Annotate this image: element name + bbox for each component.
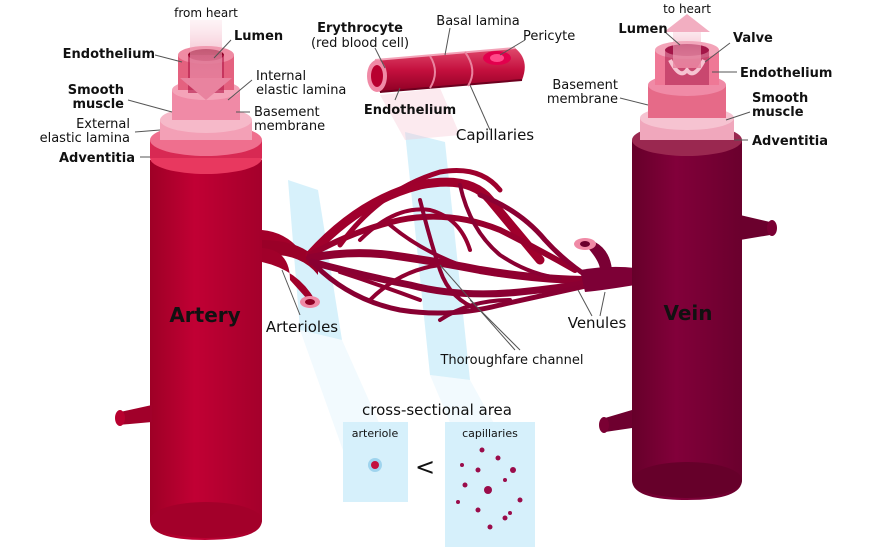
artery-smooth-muscle-label-2: muscle: [72, 97, 124, 112]
thoroughfare-label: Thoroughfare channel: [439, 353, 583, 368]
artery-adventitia-label: Adventitia: [59, 151, 135, 166]
to-heart-arrow: [664, 14, 710, 68]
vein: [599, 41, 777, 500]
capillaries-panel-label: capillaries: [462, 427, 518, 440]
venule-branch: [574, 238, 635, 292]
vein-adventitia-label: Adventitia: [752, 134, 828, 149]
vein-label: Vein: [663, 301, 712, 325]
arterioles-label: Arterioles: [266, 318, 338, 336]
pericyte-label: Pericyte: [523, 29, 575, 44]
artery-endothelium-label: Endothelium: [63, 47, 155, 62]
artery-label: Artery: [169, 303, 240, 327]
valve-label: Valve: [733, 31, 773, 46]
less-than-symbol: <: [415, 453, 435, 481]
vein-endothelium-label: Endothelium: [740, 66, 832, 81]
capillary-endothelium-label: Endothelium: [364, 103, 456, 118]
vein-smooth-muscle-label-2: muscle: [752, 105, 804, 120]
artery-basement-label-2: membrane: [254, 119, 325, 134]
cross-sectional-title: cross-sectional area: [362, 401, 512, 419]
basal-lamina-label: Basal lamina: [436, 14, 519, 29]
artery-basement-label-1: Basement: [254, 105, 320, 120]
vein-basement-label-1: Basement: [552, 78, 618, 93]
arteriole-panel-label: arteriole: [352, 427, 399, 440]
arteriole-branch: [262, 230, 320, 308]
vein-smooth-muscle-label-1: Smooth: [752, 91, 808, 106]
vein-lumen-label: Lumen: [618, 22, 667, 37]
artery-lumen-label: Lumen: [234, 29, 283, 44]
artery-smooth-muscle-label-1: Smooth: [68, 83, 124, 98]
internal-lamina-label-1: Internal: [256, 69, 306, 84]
rbc-label: (red blood cell): [311, 36, 409, 51]
capillary-tube: [367, 47, 525, 93]
external-lamina-label-1: External: [76, 117, 130, 132]
artery: [115, 46, 262, 540]
internal-lamina-label-2: elastic lamina: [256, 83, 346, 98]
capillary-network: [305, 167, 599, 322]
capillaries-label: Capillaries: [456, 126, 534, 144]
from-heart-arrow: [180, 20, 232, 100]
from-heart-label: from heart: [174, 6, 238, 20]
capillary-dots: [456, 447, 523, 530]
erythrocyte-label: Erythrocyte: [317, 21, 403, 36]
venules-label: Venules: [568, 314, 627, 332]
vein-basement-label-2: membrane: [547, 92, 618, 107]
leader-lines: [127, 27, 751, 351]
external-lamina-label-2: elastic lamina: [40, 131, 130, 146]
cross-section-inset: cross-sectional area arteriole < capilla…: [343, 401, 535, 547]
to-heart-label: to heart: [663, 2, 711, 16]
